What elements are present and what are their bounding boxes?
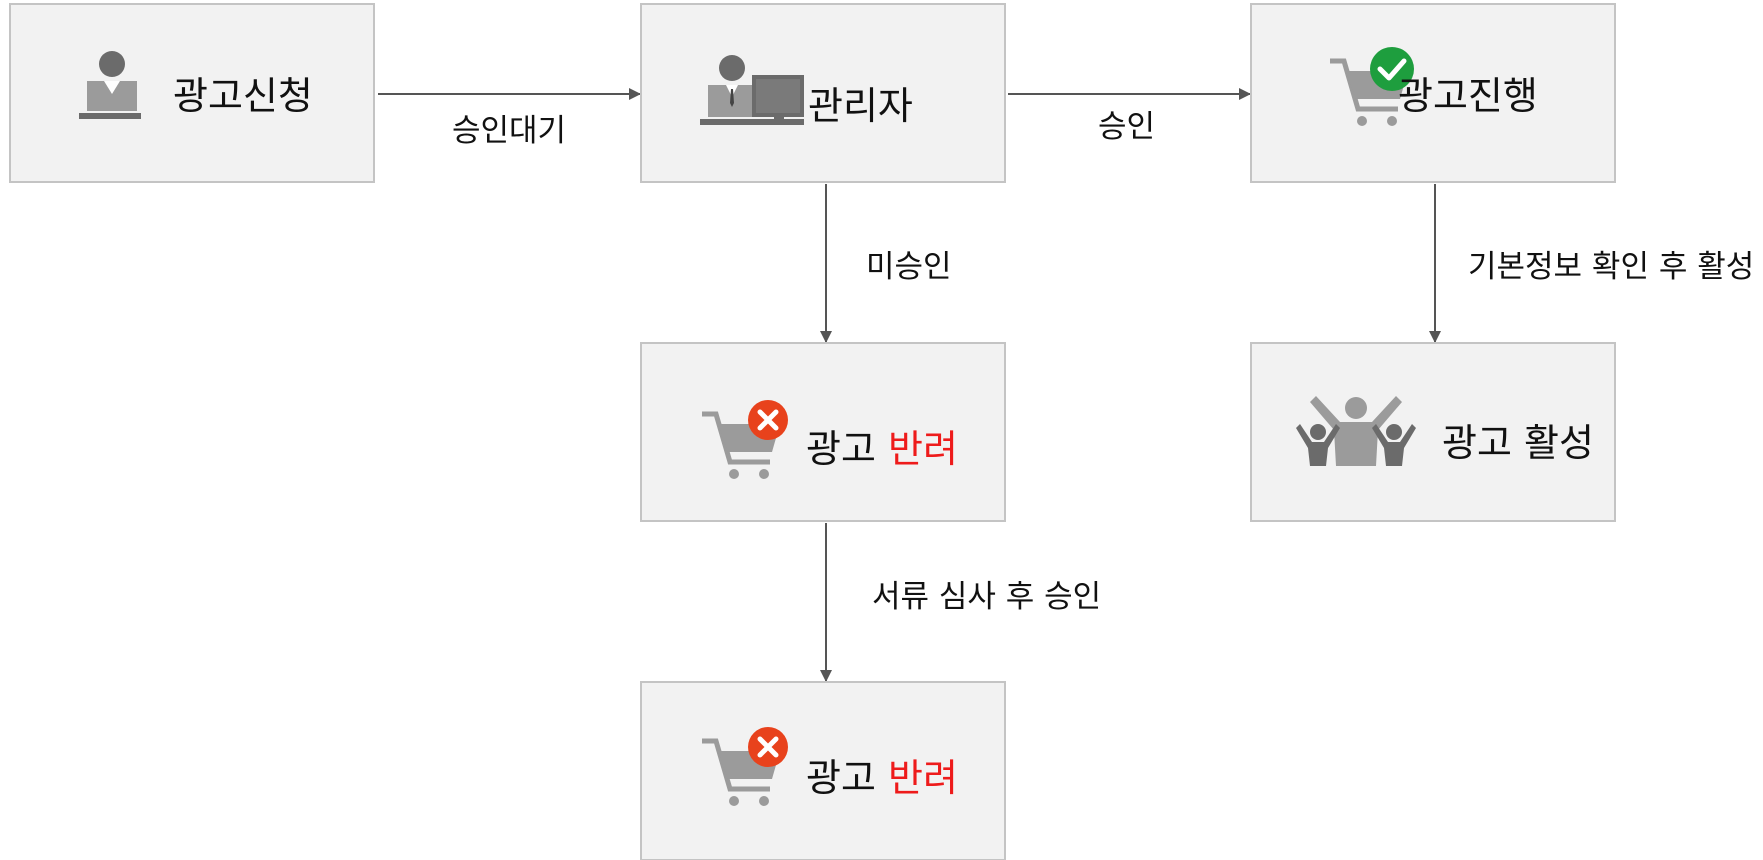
node-label-main: 광고 <box>806 756 876 800</box>
node-label-highlight: 반려 <box>888 427 958 471</box>
admin-computer-icon <box>700 55 804 125</box>
celebrating-people-icon <box>1296 396 1416 466</box>
edge-label-activate-after-check: 기본정보 확인 후 활성 <box>1468 249 1755 285</box>
edge-label-pending: 승인대기 <box>452 113 567 149</box>
node-label-main: 광고 <box>806 427 876 471</box>
node-ad-in-progress: 광고진행 <box>1250 3 1616 183</box>
edge-label-approve-after-review: 서류 심사 후 승인 <box>872 579 1102 615</box>
user-icon <box>79 51 141 119</box>
node-ad-active: 광고 활성 <box>1250 342 1616 522</box>
node-label: 관리자 <box>808 84 913 128</box>
cart-reject-icon <box>702 400 788 479</box>
cart-check-icon <box>1330 47 1414 126</box>
node-ad-application: 광고신청 <box>9 3 375 183</box>
node-label: 광고 반려 <box>806 759 958 797</box>
node-administrator: 관리자 <box>640 3 1006 183</box>
edge-label-approved: 승인 <box>1098 109 1156 145</box>
node-label: 광고진행 <box>1398 74 1538 118</box>
node-label: 광고신청 <box>173 74 313 118</box>
node-ad-rejected: 광고 반려 <box>640 342 1006 522</box>
node-ad-rejected-final: 광고 반려 <box>640 681 1006 860</box>
cart-reject-icon <box>702 727 788 806</box>
node-label: 광고 활성 <box>1442 421 1594 465</box>
node-label-highlight: 반려 <box>888 756 958 800</box>
edge-label-not-approved: 미승인 <box>866 249 952 285</box>
node-label: 광고 반려 <box>806 430 958 468</box>
